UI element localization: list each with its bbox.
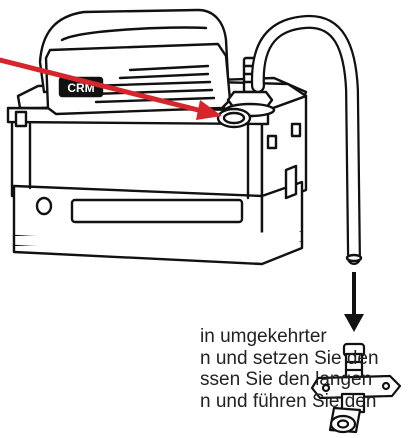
motor-housing — [38, 8, 232, 116]
instruction-line: n und führen Sie den — [200, 390, 377, 412]
hose-connector-icon — [310, 342, 402, 434]
drain-hose — [250, 14, 363, 265]
instruction-line: n und setzen Sie den — [200, 347, 379, 369]
instruction-line: ssen Sie den langen — [200, 369, 373, 390]
instruction-line: in umgekehrter — [200, 326, 327, 347]
red-arrow-icon — [0, 57, 222, 120]
down-arrow-icon — [344, 272, 364, 332]
inlet-ring — [216, 107, 252, 129]
